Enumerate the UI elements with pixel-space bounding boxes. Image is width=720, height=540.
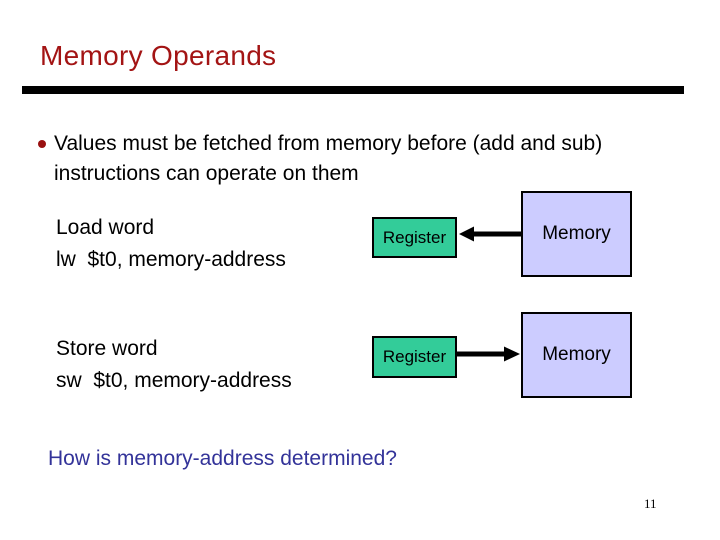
load-word-instruction: lw $t0, memory-address xyxy=(56,248,286,271)
memory-label-load: Memory xyxy=(542,223,611,244)
register-label-store: Register xyxy=(382,347,447,366)
register-label-load: Register xyxy=(382,227,447,247)
bullet-item: Values must be fetched from memory befor… xyxy=(38,129,698,189)
bullet-dot-icon xyxy=(38,140,46,148)
load-word-block: Load word lw $t0, memory-address xyxy=(56,212,286,276)
store-word-heading: Store word xyxy=(56,337,158,360)
title-underline-rule xyxy=(22,86,684,94)
memory-box-store: Memory xyxy=(521,312,632,398)
memory-label-store: Memory xyxy=(542,344,611,365)
register-box-load: Register xyxy=(372,217,457,258)
store-word-block: Store word sw $t0, memory-address xyxy=(56,333,292,397)
memory-box-load: Memory xyxy=(521,191,632,277)
page-number: 11 xyxy=(644,496,657,511)
bullet-line-2: instructions can operate on them xyxy=(54,162,359,185)
arrow-left-icon xyxy=(459,226,522,242)
question-text: How is memory-address determined? xyxy=(48,447,397,470)
register-box-store: Register xyxy=(372,336,457,378)
arrow-right-icon xyxy=(457,346,520,362)
load-word-heading: Load word xyxy=(56,216,155,239)
bullet-text: Values must be fetched from memory befor… xyxy=(54,129,602,189)
store-word-instruction: sw $t0, memory-address xyxy=(56,369,292,392)
bullet-line-1: Values must be fetched from memory befor… xyxy=(54,132,603,155)
slide-title: Memory Operands xyxy=(40,40,277,71)
